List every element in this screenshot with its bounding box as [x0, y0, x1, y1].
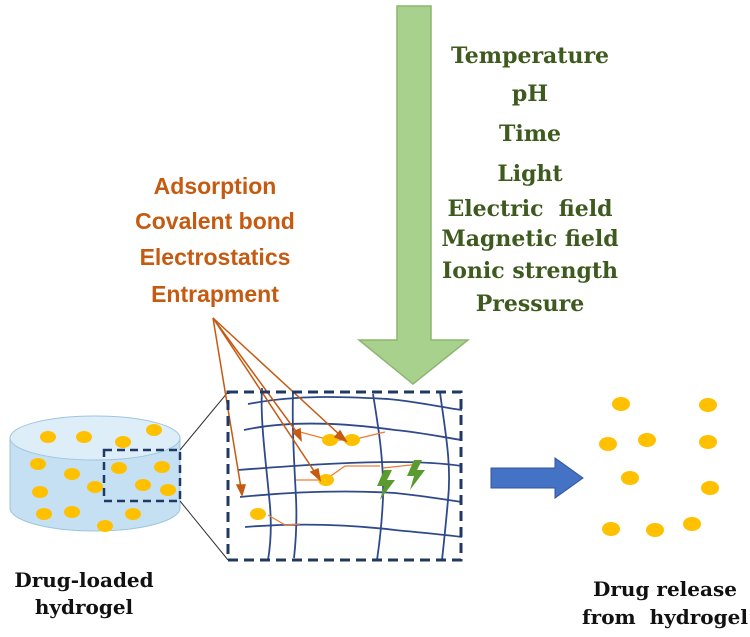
drug-particle — [32, 486, 48, 498]
stimulus-ph: pH — [512, 81, 548, 107]
drug-release-caption-line2: from hydrogel — [582, 605, 748, 629]
captions: Drug-loaded hydrogel Drug release from h… — [14, 568, 748, 629]
network-strand — [243, 422, 463, 441]
drug-particle — [135, 479, 151, 491]
pointer-line — [212, 317, 342, 437]
arrowhead — [309, 467, 322, 483]
stimulus-arrow — [356, 5, 471, 385]
release-arrow — [490, 457, 584, 499]
drug-particle — [344, 434, 360, 446]
drug-particle — [699, 435, 717, 449]
mechanism-adsorption: Adsorption — [154, 173, 277, 199]
pointer-line — [212, 317, 299, 435]
drug-particle — [602, 522, 620, 536]
network-strand — [239, 490, 463, 503]
arrowhead — [291, 427, 302, 442]
drug-particle — [701, 481, 719, 495]
network-drug-particles — [250, 434, 360, 520]
arrowhead — [235, 484, 247, 498]
mechanism-entrapment: Entrapment — [151, 281, 279, 307]
cylinder-top — [9, 415, 181, 461]
drug-particle — [699, 398, 717, 412]
arrowhead — [333, 429, 348, 443]
zoom-connector-top — [179, 391, 229, 451]
stimulus-pressure: Pressure — [476, 291, 585, 317]
electrostatic-bolts — [377, 460, 425, 500]
network-strand — [260, 387, 272, 561]
stimuli-list: Temperature pH Time Light Electric field… — [441, 43, 618, 317]
stimulus-light: Light — [497, 161, 563, 187]
drug-particle — [160, 484, 176, 496]
mechanism-electrostatics: Electrostatics — [140, 244, 291, 270]
drug-particle — [318, 474, 334, 486]
drug-particle — [612, 397, 630, 411]
hydrogel-network — [237, 387, 463, 561]
drug-particle — [646, 523, 664, 537]
drug-particle — [125, 508, 141, 520]
mechanism-covalent-bond: Covalent bond — [135, 208, 295, 234]
drug-particle — [97, 520, 113, 532]
drug-particle — [64, 468, 80, 480]
stimulus-time: Time — [499, 121, 561, 147]
link-line — [296, 465, 380, 481]
drug-particle — [322, 434, 338, 446]
drug-particle — [250, 508, 266, 520]
drug-particle — [683, 517, 701, 531]
stimulus-temperature: Temperature — [451, 43, 609, 69]
drug-network-links — [267, 431, 421, 526]
mechanism-pointer-arrows — [212, 317, 348, 498]
network-strand — [291, 391, 298, 559]
drug-particle — [40, 431, 56, 443]
released-drug-particles — [599, 397, 719, 537]
drug-particle — [30, 458, 46, 470]
drug-loaded-caption-line1: Drug-loaded — [14, 568, 153, 592]
network-strand — [439, 391, 450, 561]
zoom-connector-bottom — [179, 500, 229, 561]
stimulus-electric-field: Electric field — [447, 196, 612, 222]
drug-particle — [599, 437, 617, 451]
drug-particle — [638, 433, 656, 447]
lightning-icon — [407, 460, 425, 490]
drug-particle — [64, 506, 80, 518]
drug-particle — [76, 431, 92, 443]
network-strand — [244, 523, 463, 538]
network-strand — [237, 461, 463, 471]
drug-particle — [111, 462, 127, 474]
stimulus-magnetic-field: Magnetic field — [441, 226, 618, 252]
link-line — [299, 431, 386, 441]
network-strand — [247, 396, 463, 411]
drug-particle — [115, 436, 131, 448]
pointer-line — [212, 317, 317, 475]
network-zoom-box — [226, 390, 463, 562]
drug-particle — [36, 508, 52, 520]
drug-release-caption-line1: Drug release — [593, 577, 737, 601]
stimulus-ionic-strength: Ionic strength — [442, 258, 618, 284]
loading-mechanisms-list: Adsorption Covalent bond Electrostatics … — [135, 173, 295, 307]
lightning-icon — [377, 470, 395, 500]
link-line — [267, 514, 301, 526]
drug-particle — [87, 481, 103, 493]
drug-loaded-caption-line2: hydrogel — [35, 595, 134, 619]
drug-particle — [621, 471, 639, 485]
cylinder-drug-particles — [30, 424, 176, 532]
drug-particle — [154, 461, 170, 473]
drug-particle — [146, 424, 162, 436]
zoom-selection-box — [102, 448, 182, 503]
